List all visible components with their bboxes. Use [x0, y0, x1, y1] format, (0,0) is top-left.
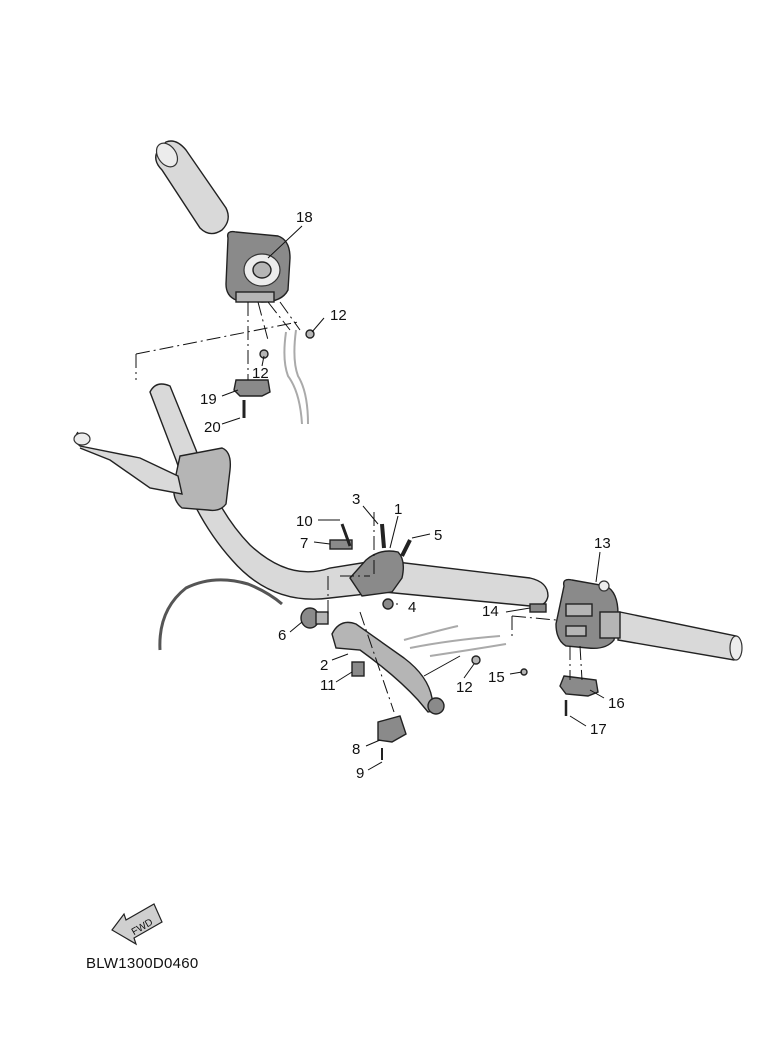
- callout-8: 8: [352, 741, 360, 758]
- callouts: 1 2 3 4 5 6 7 8 9 10 11 12 12 12 13 14 1…: [200, 209, 625, 782]
- callout-10: 10: [296, 513, 313, 530]
- callout-14: 14: [482, 603, 499, 620]
- brake-master-cylinder: [172, 447, 232, 512]
- callout-18: 18: [296, 209, 313, 226]
- callout-15: 15: [488, 669, 505, 686]
- callout-11: 11: [320, 677, 336, 694]
- callout-16: 16: [608, 695, 625, 712]
- callout-2: 2: [320, 657, 328, 674]
- callout-12c: 12: [456, 679, 473, 696]
- callout-5: 5: [434, 527, 442, 544]
- left-switch-clamp: [233, 379, 271, 397]
- left-grip-end: [155, 142, 179, 168]
- callout-13: 13: [594, 535, 611, 552]
- right-switch-clamp: [559, 675, 599, 697]
- brake-lever: [74, 431, 183, 495]
- callout-17: 17: [590, 721, 607, 738]
- callout-1: 1: [394, 501, 402, 518]
- clutch-lever: [331, 621, 440, 713]
- left-grip-inset: [135, 140, 315, 425]
- callout-4: 4: [408, 599, 416, 616]
- fwd-arrow-icon: FWD: [111, 903, 163, 946]
- handlebar-assembly: [73, 383, 743, 760]
- callout-19: 19: [200, 391, 217, 408]
- clutch-lever-holder: [349, 550, 405, 597]
- callout-7: 7: [300, 535, 308, 552]
- right-grip: [617, 611, 740, 661]
- callout-12b: 12: [252, 365, 269, 382]
- leader-lines: [221, 225, 605, 771]
- callout-20: 20: [204, 419, 221, 436]
- diagram-code: BLW1300D0460: [86, 955, 199, 972]
- callout-3: 3: [352, 491, 360, 508]
- callout-9: 9: [356, 765, 364, 782]
- clutch-switch: [377, 715, 407, 743]
- callout-12a: 12: [330, 307, 347, 324]
- callout-6: 6: [278, 627, 286, 644]
